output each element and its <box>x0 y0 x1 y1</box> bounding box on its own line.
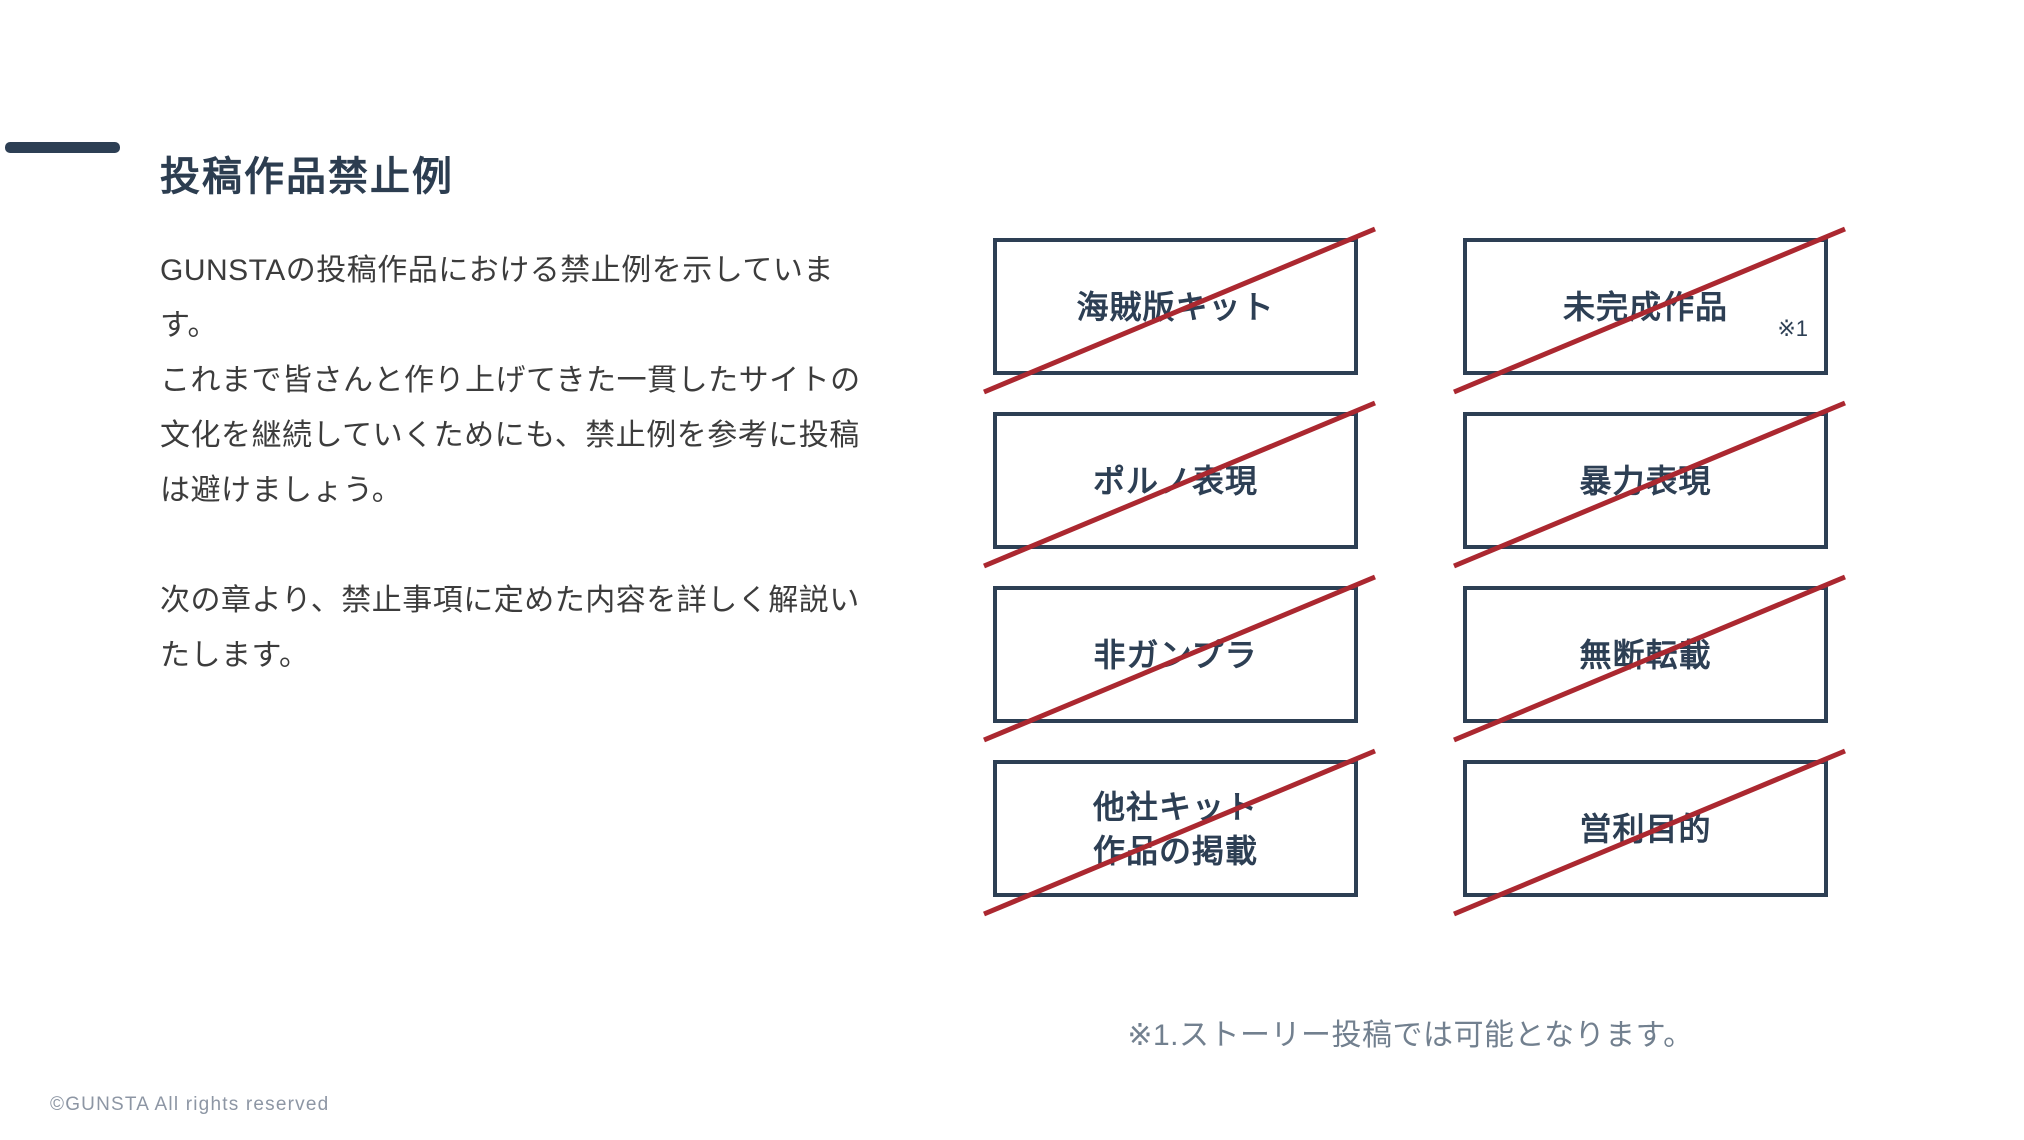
prohibited-label: 海賊版キット <box>1076 288 1275 325</box>
page-title: 投稿作品禁止例 <box>160 154 454 199</box>
footnote-ref-1: ※1 <box>1777 316 1808 341</box>
footnote: ※1.ストーリー投稿では可能となります。 <box>1127 1019 1694 1052</box>
intro-paragraphs: GUNSTAの投稿作品における禁止例を示していま す。 これまで皆さんと作り上げ… <box>160 254 861 672</box>
prohibited-box-unauthorized-repost: 無断転載 <box>1453 574 1846 743</box>
prohibited-box-other-company-kit: 他社キット 作品の掲載 <box>983 748 1376 917</box>
prohibited-box-pirated-kit: 海賊版キット <box>983 226 1376 395</box>
prohibited-box-porn-expression: ポルノ表現 <box>983 400 1376 569</box>
title-accent-bar <box>5 142 120 153</box>
prohibited-label: 無断転載 <box>1579 636 1712 673</box>
prohibited-label: 他社キット 作品の掲載 <box>1092 788 1258 869</box>
prohibited-label: ポルノ表現 <box>1092 462 1258 499</box>
copyright-notice: ©GUNSTA All rights reserved <box>50 1094 330 1115</box>
prohibited-label: 非ガンプラ <box>1093 636 1258 673</box>
prohibited-box-commercial-purpose: 営利目的 <box>1453 748 1846 917</box>
prohibited-box-non-gunpla: 非ガンプラ <box>983 574 1376 743</box>
prohibited-box-violence-expression: 暴力表現 <box>1453 400 1846 569</box>
prohibited-label: 営利目的 <box>1579 810 1712 847</box>
prohibited-label: 暴力表現 <box>1579 462 1712 499</box>
prohibited-label: 未完成作品 <box>1562 288 1728 325</box>
prohibited-box-unfinished-work: 未完成作品 ※1 <box>1453 226 1846 395</box>
